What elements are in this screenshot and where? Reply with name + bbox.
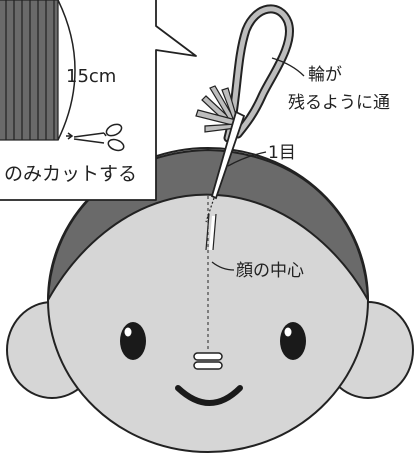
loop-label-line1: 輪が (308, 65, 342, 85)
yarn-bundle (0, 0, 76, 141)
cut-callout: 15cm のみカットする (0, 0, 197, 201)
leader-lines (211, 57, 305, 271)
cut-instruction: のみカットする (4, 163, 137, 185)
right-eye-highlight (284, 327, 292, 337)
left-eye (120, 322, 146, 360)
needle-and-yarn (195, 4, 294, 251)
loop-label-line2: 残るように通 (288, 93, 390, 113)
center-label: 顔の中心 (236, 261, 304, 281)
right-eye (280, 322, 306, 360)
needle-hidden (205, 197, 215, 223)
nose-stitches (193, 352, 223, 370)
mouth (175, 385, 243, 406)
measurement-label: 15cm (66, 66, 116, 87)
scissors-icon (66, 123, 125, 152)
stitch-label: 1目 (268, 143, 296, 163)
left-eye-highlight (124, 327, 132, 337)
needle (210, 110, 246, 200)
